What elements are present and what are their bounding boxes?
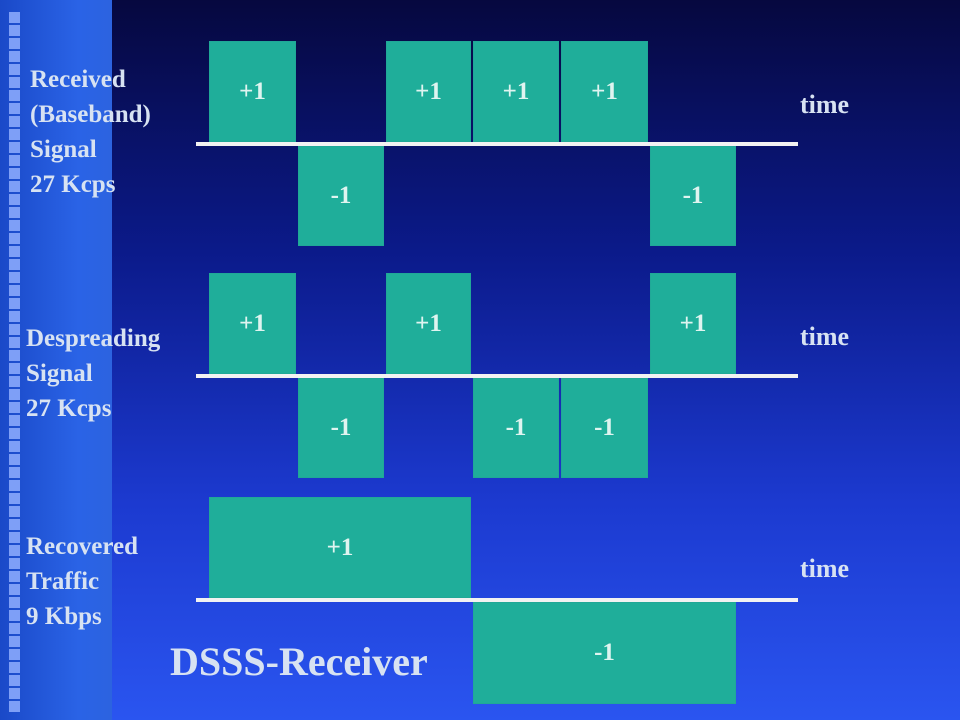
decorative-square <box>9 129 20 140</box>
decorative-square <box>9 311 20 322</box>
received-chip-6: -1 <box>650 146 736 246</box>
decorative-square <box>9 389 20 400</box>
decorative-square <box>9 259 20 270</box>
decorative-square <box>9 207 20 218</box>
decorative-square <box>9 519 20 530</box>
recovered-label-line: Traffic <box>26 568 100 595</box>
received-label-line: 27 Kcps <box>30 171 116 198</box>
decorative-square <box>9 194 20 205</box>
decorative-square <box>9 415 20 426</box>
decorative-square <box>9 51 20 62</box>
decorative-square <box>9 571 20 582</box>
decorative-square <box>9 545 20 556</box>
decorative-square <box>9 246 20 257</box>
received-signal-label: Received (Baseband) Signal 27 Kcps <box>30 62 151 202</box>
decorative-square <box>9 532 20 543</box>
recovered-label-line: Recovered <box>26 533 138 560</box>
decorative-square <box>9 623 20 634</box>
decorative-square <box>9 337 20 348</box>
decorative-square <box>9 155 20 166</box>
recovered-bit-1: +1 <box>209 497 471 598</box>
despreading-signal-label: Despreading Signal 27 Kcps <box>26 321 160 426</box>
despreading-chip-1: +1 <box>209 273 296 374</box>
decorative-square <box>9 12 20 23</box>
recovered-traffic-label: Recovered Traffic 9 Kbps <box>26 529 138 634</box>
recovered-time-label: time <box>800 554 850 583</box>
received-time-label: time <box>800 90 850 119</box>
decorative-square <box>9 649 20 660</box>
despreading-label-line: Despreading <box>26 325 161 352</box>
decorative-square <box>9 77 20 88</box>
decorative-square <box>9 402 20 413</box>
decorative-square <box>9 610 20 621</box>
decorative-square <box>9 662 20 673</box>
decorative-square <box>9 454 20 465</box>
decorative-square <box>9 90 20 101</box>
received-chip-4: +1 <box>473 41 559 142</box>
decorative-square <box>9 350 20 361</box>
decorative-square <box>9 116 20 127</box>
decorative-square <box>9 233 20 244</box>
received-chip-5: +1 <box>561 41 648 142</box>
despreading-baseline <box>196 374 798 378</box>
decorative-square <box>9 493 20 504</box>
received-chip-3: +1 <box>386 41 471 142</box>
decorative-square <box>9 636 20 647</box>
despreading-chip-2: -1 <box>298 378 384 478</box>
decorative-square <box>9 597 20 608</box>
despreading-chip-3: +1 <box>386 273 471 374</box>
despreading-label-line: Signal <box>26 360 93 387</box>
decorative-square <box>9 25 20 36</box>
decorative-square <box>9 181 20 192</box>
decorative-square <box>9 675 20 686</box>
despreading-chip-6: +1 <box>650 273 736 374</box>
despreading-chip-5: -1 <box>561 378 648 478</box>
decorative-square <box>9 103 20 114</box>
decorative-square <box>9 441 20 452</box>
received-label-line: Signal <box>30 136 97 163</box>
decorative-square <box>9 688 20 699</box>
decorative-square <box>9 376 20 387</box>
decorative-square <box>9 558 20 569</box>
decorative-square <box>9 506 20 517</box>
received-chip-2: -1 <box>298 146 384 246</box>
decorative-square <box>9 64 20 75</box>
despreading-time-label: time <box>800 322 850 351</box>
decorative-square <box>9 324 20 335</box>
decorative-square <box>9 220 20 231</box>
decorative-square <box>9 272 20 283</box>
decorative-square <box>9 584 20 595</box>
despreading-chip-4: -1 <box>473 378 559 478</box>
decorative-square <box>9 285 20 296</box>
slide-title: DSSS-Receiver <box>170 639 428 684</box>
received-label-line: Received <box>30 66 126 93</box>
decorative-square <box>9 480 20 491</box>
decorative-square <box>9 363 20 374</box>
decorative-square <box>9 428 20 439</box>
despreading-label-line: 27 Kcps <box>26 395 112 422</box>
received-baseline <box>196 142 798 146</box>
received-label-line: (Baseband) <box>30 101 151 128</box>
received-chip-1: +1 <box>209 41 296 142</box>
decorative-square <box>9 168 20 179</box>
decorative-square <box>9 701 20 712</box>
decorative-square <box>9 142 20 153</box>
decorative-square <box>9 298 20 309</box>
decorative-square <box>9 467 20 478</box>
recovered-label-line: 9 Kbps <box>26 603 102 630</box>
recovered-baseline <box>196 598 798 602</box>
decorative-square <box>9 38 20 49</box>
recovered-bit-2: -1 <box>473 602 736 704</box>
